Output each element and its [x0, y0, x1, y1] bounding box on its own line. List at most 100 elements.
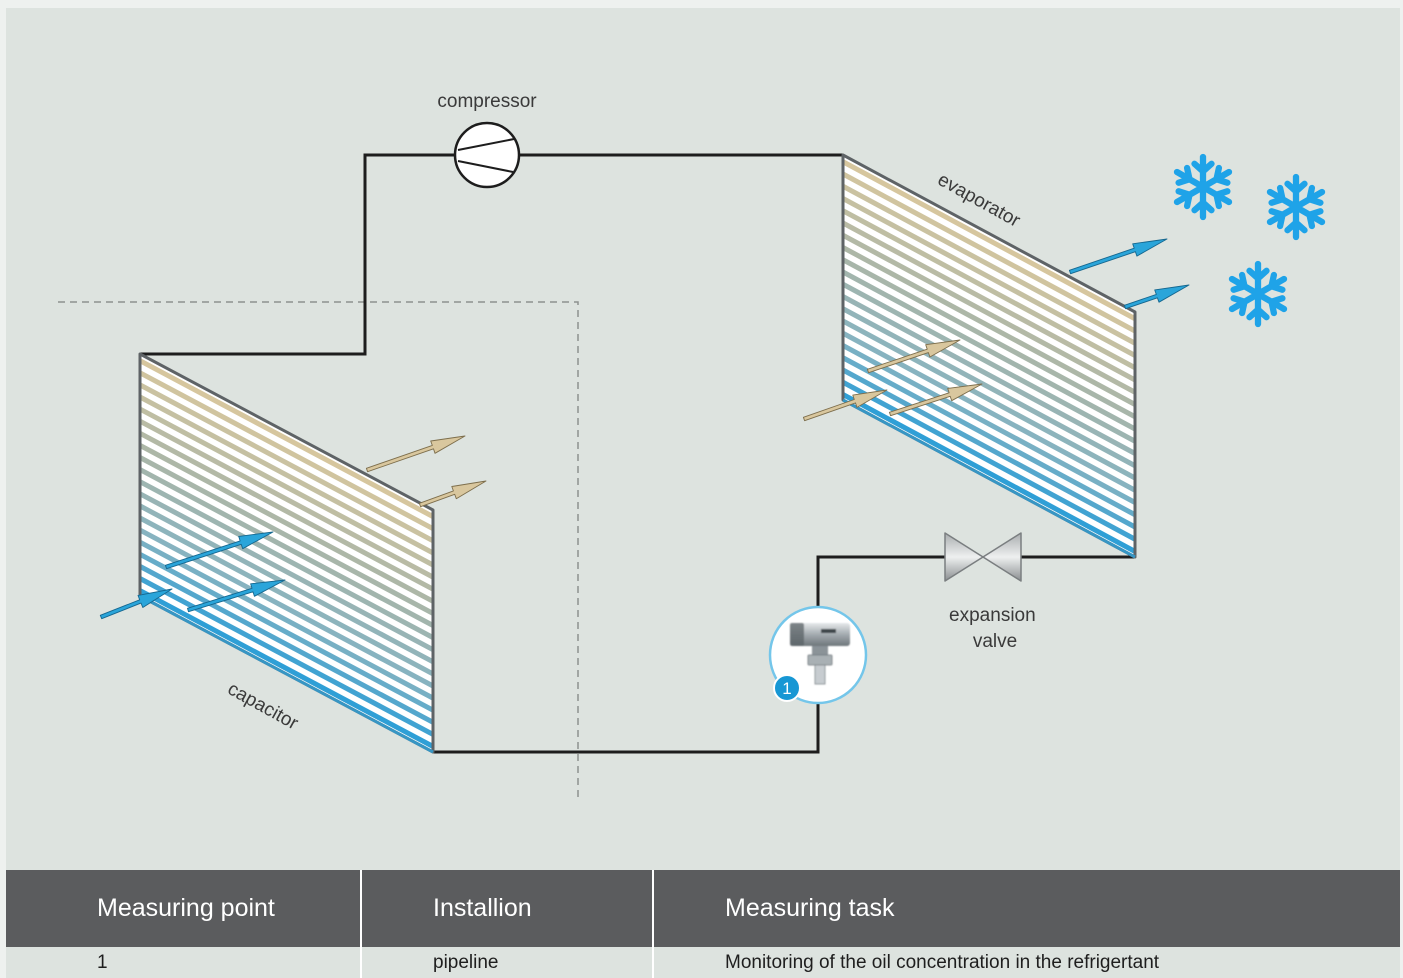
compressor-label: compressor	[437, 91, 537, 112]
cold-airflow-arrow	[1068, 238, 1168, 275]
coil-fin	[843, 266, 1135, 435]
valve-right-triangle	[982, 532, 1022, 582]
coil-fin	[140, 427, 433, 595]
refrigerant-pipe	[816, 555, 945, 607]
snowflake-center	[1290, 201, 1302, 213]
table-cell: pipeline	[362, 947, 654, 978]
warm-airflow-arrow	[866, 339, 961, 374]
coil-fin	[140, 367, 433, 535]
coil-fin	[843, 327, 1135, 496]
coil-fin	[843, 168, 1135, 337]
sensor-device	[790, 623, 850, 685]
expansion-valve-label: expansion valve	[949, 605, 1041, 652]
coil-fin	[843, 205, 1135, 374]
coil-fin	[140, 415, 433, 583]
coil-fin	[140, 464, 433, 631]
coil-fin	[843, 364, 1135, 533]
expansion-valve-label-line2: valve	[973, 631, 1017, 652]
snowflake-icon	[1266, 173, 1326, 241]
coil-fin	[843, 217, 1135, 386]
snowflake-center	[1252, 288, 1264, 300]
boundary-dashed-line	[58, 301, 579, 800]
cold-airflow-arrow	[1123, 284, 1190, 310]
coil-fin	[843, 193, 1135, 361]
coil-fin	[843, 303, 1135, 472]
coil-fin	[843, 376, 1135, 545]
refrigerant-pipes	[140, 153, 1135, 754]
coil-body	[843, 155, 1135, 557]
expansion-valve-label-line1: expansion	[949, 605, 1036, 626]
compressor-body	[453, 121, 521, 189]
refrigeration-cycle-diagram: 1 compressor evaporator capacitor expans…	[58, 91, 1326, 800]
compressor-line	[457, 138, 515, 151]
coil-bottom-edge	[842, 398, 1136, 559]
coil-fin	[843, 340, 1135, 508]
coil-fin	[843, 389, 1135, 557]
valve-left-triangle	[944, 532, 984, 582]
coil-fin	[843, 278, 1135, 447]
table-header-row: Measuring point Installion Measuring tas…	[6, 870, 1400, 947]
coil-fin	[843, 352, 1135, 521]
coil-fin	[140, 452, 433, 619]
badge-circle	[773, 674, 801, 702]
coil-body	[140, 354, 433, 752]
coil-fin	[140, 379, 433, 547]
measuring-point-badge: 1	[773, 674, 801, 702]
warm-airflow-arrow	[802, 389, 888, 422]
coil-fin	[140, 439, 433, 607]
coil-fin	[843, 315, 1135, 484]
coil-fin	[140, 524, 433, 692]
refrigerant-pipe	[433, 703, 820, 754]
warm-airflow-arrow	[365, 435, 466, 473]
snowflake-icon	[1228, 260, 1288, 328]
cold-airflow-arrow	[187, 579, 286, 613]
coil-fin	[140, 573, 433, 740]
evaporator-coil	[841, 153, 1137, 559]
coil-fin	[843, 156, 1135, 325]
table-header-cell: Measuring point	[6, 870, 362, 947]
warm-airflow-arrow	[888, 383, 983, 417]
warm-airflow-arrow	[418, 480, 487, 508]
coil-fins	[843, 156, 1135, 557]
coil-fin	[140, 403, 433, 571]
snowflake-shape	[1173, 153, 1233, 221]
expansion-valve-icon	[944, 532, 1022, 582]
cold-airflow-arrow	[164, 531, 274, 570]
snowflake-shape	[1266, 173, 1326, 241]
measuring-points-table: Measuring point Installion Measuring tas…	[6, 870, 1400, 978]
coil-fin	[843, 180, 1135, 349]
coil-fin	[843, 242, 1135, 410]
refrigerant-pipe	[140, 153, 456, 356]
coil-fin	[140, 548, 433, 716]
compressor-icon	[453, 121, 521, 189]
coil-fin	[140, 512, 433, 680]
table-header-cell: Installion	[362, 870, 654, 947]
snowflake-icon	[1173, 153, 1233, 221]
badge-number: 1	[782, 679, 791, 698]
coil-fin	[140, 536, 433, 704]
cold-air-snowflakes	[1173, 153, 1326, 328]
snowflake-center	[1197, 181, 1209, 193]
table-header-cell: Measuring task	[654, 870, 1400, 947]
coil-bottom-edge	[139, 594, 434, 754]
coil-fin	[843, 254, 1135, 423]
compressor-line	[457, 160, 514, 173]
table-row: 1 pipeline Monitoring of the oil concent…	[6, 947, 1400, 978]
table-cell: Monitoring of the oil concentration in t…	[654, 947, 1400, 978]
cold-airflow-arrow	[99, 588, 173, 620]
coil-fin	[140, 500, 433, 668]
coil-fin	[843, 229, 1135, 398]
table-cell: 1	[6, 947, 362, 978]
coil-fin	[140, 476, 433, 644]
capacitor-coil	[138, 352, 435, 754]
coil-fin	[140, 560, 433, 728]
coil-fin	[140, 488, 433, 656]
coil-fin	[140, 391, 433, 559]
snowflake-shape	[1228, 260, 1288, 328]
coil-fin	[843, 291, 1135, 459]
coil-fin	[140, 355, 433, 523]
airflow-arrows	[99, 238, 1190, 620]
coil-fin	[140, 585, 433, 752]
capacitor-label: capacitor	[224, 679, 302, 735]
coil-fins	[140, 355, 433, 752]
